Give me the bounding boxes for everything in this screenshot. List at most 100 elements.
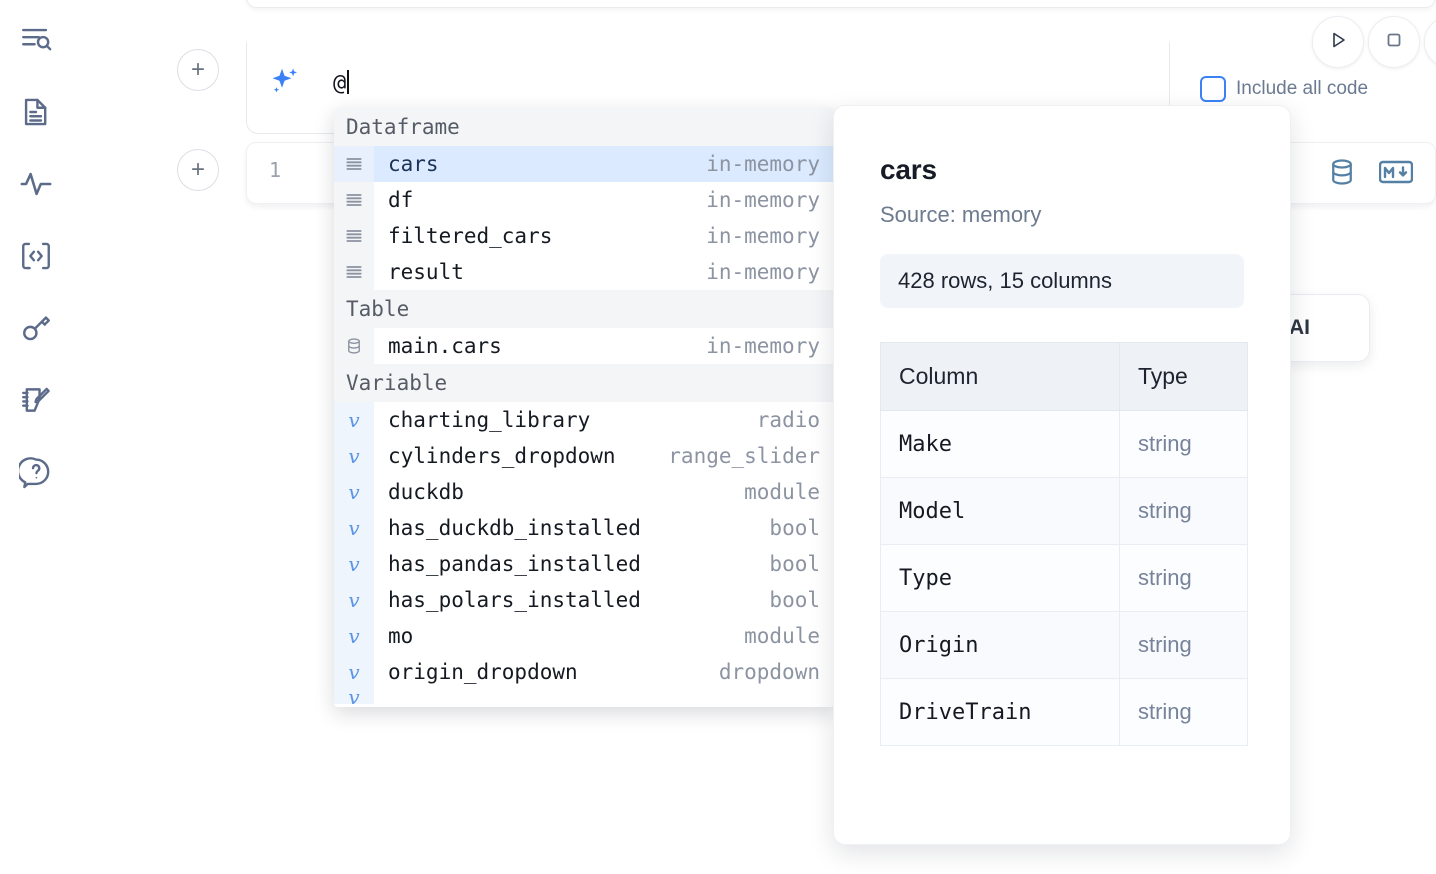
autocomplete-item-type: radio [756,408,820,432]
dataframe-detail-panel: cars Source: memory 428 rows, 15 columns… [833,105,1291,845]
variable-icon: v [334,438,374,474]
autocomplete-item-name: cylinders_dropdown [388,444,616,468]
sparkles-icon [267,64,303,100]
autocomplete-item-type: bool [769,552,820,576]
ai-prompt-input[interactable]: @ [333,70,350,96]
detail-stats: 428 rows, 15 columns [880,254,1244,308]
markdown-icon[interactable] [1379,160,1413,184]
run-button[interactable] [1312,16,1364,68]
schema-column-type: string [1118,544,1249,612]
variable-icon: v [334,474,374,510]
database-icon[interactable] [1327,157,1357,187]
autocomplete-item-name: df [388,188,414,212]
previous-cell-stub [246,0,1436,8]
autocomplete-item[interactable]: filtered_cars in-memory [334,218,834,254]
autocomplete-item-type: module [744,480,820,504]
schema-table-header-row: Column Type [880,342,1249,411]
schema-header-type: Type [1118,342,1249,411]
autocomplete-item[interactable]: result in-memory [334,254,834,290]
autocomplete-group-header: Table [334,290,834,328]
autocomplete-item[interactable]: v cylinders_dropdown range_slider [334,438,834,474]
explore-icon [19,23,53,57]
autocomplete-item-name: has_polars_installed [388,588,641,612]
variable-icon: v [334,618,374,654]
sidebar-item-files[interactable] [14,90,58,134]
schema-column-type: string [1118,611,1249,679]
autocomplete-item[interactable]: v has_pandas_installed bool [334,546,834,582]
scratchpad-edit-icon [19,383,53,417]
ai-chip-label: AI [1289,316,1310,339]
include-all-code-row[interactable]: Include all code [1200,76,1368,102]
sidebar-item-scratchpad[interactable] [14,378,58,422]
schema-column-name: Origin [880,611,1120,679]
dataframe-rows-icon [334,254,374,290]
sidebar-item-secrets[interactable] [14,306,58,350]
schema-column-name: DriveTrain [880,678,1120,746]
stop-button[interactable] [1368,16,1420,68]
variable-icon: v [334,402,374,438]
play-icon [1326,28,1350,57]
autocomplete-item-type: range_slider [668,444,820,468]
autocomplete-item-type: in-memory [706,334,820,358]
autocomplete-item-type: in-memory [706,224,820,248]
key-icon [19,311,53,345]
schema-column-type: string [1118,477,1249,545]
autocomplete-item-type: dropdown [718,660,820,684]
sidebar-item-explore[interactable] [14,18,58,62]
database-icon [334,328,374,364]
dataframe-rows-icon [334,182,374,218]
autocomplete-item-partial[interactable]: v [334,690,834,704]
autocomplete-item-type: in-memory [706,152,820,176]
include-all-code-label: Include all code [1236,78,1369,99]
detail-source: Source: memory [880,202,1042,227]
autocomplete-group-header: Dataframe [334,108,834,146]
sidebar-item-help[interactable] [14,450,58,494]
detail-title: cars [880,154,937,185]
autocomplete-item-name: duckdb [388,480,464,504]
autocomplete-item-name: origin_dropdown [388,660,578,684]
autocomplete-item-name: mo [388,624,414,648]
ai-prompt-value: @ [333,71,347,96]
add-cell-button-top[interactable]: + [177,49,219,91]
ai-bar-controls: Include all code [1170,16,1436,134]
schema-column-name: Make [880,410,1120,478]
autocomplete-item[interactable]: df in-memory [334,182,834,218]
text-caret [347,70,350,94]
code-brackets-icon [19,239,53,273]
dataframe-rows-icon [334,146,374,182]
stop-square-icon [1382,28,1406,57]
autocomplete-item-type: in-memory [706,260,820,284]
autocomplete-item-name: has_pandas_installed [388,552,641,576]
schema-column-type: string [1118,678,1249,746]
autocomplete-item-type: in-memory [706,188,820,212]
variable-icon: v [334,654,374,690]
variable-icon: v [334,546,374,582]
autocomplete-item-name: filtered_cars [388,224,553,248]
help-chat-icon [19,455,53,489]
line-number: 1 [269,158,282,182]
autocomplete-item[interactable]: v charting_library radio [334,402,834,438]
add-cell-button-bottom[interactable]: + [177,149,219,191]
autocomplete-item[interactable]: v origin_dropdown dropdown [334,654,834,690]
ai-suggestion-chip[interactable]: AI [1278,294,1370,362]
autocomplete-item-name: charting_library [388,408,591,432]
activity-icon [19,167,53,201]
autocomplete-item-type: bool [769,516,820,540]
include-all-code-checkbox[interactable] [1200,76,1226,102]
sidebar-item-activity[interactable] [14,162,58,206]
more-actions-button[interactable] [1424,16,1436,68]
dataframe-rows-icon [334,218,374,254]
sidebar-item-snippets[interactable] [14,234,58,278]
autocomplete-item-name: result [388,260,464,284]
